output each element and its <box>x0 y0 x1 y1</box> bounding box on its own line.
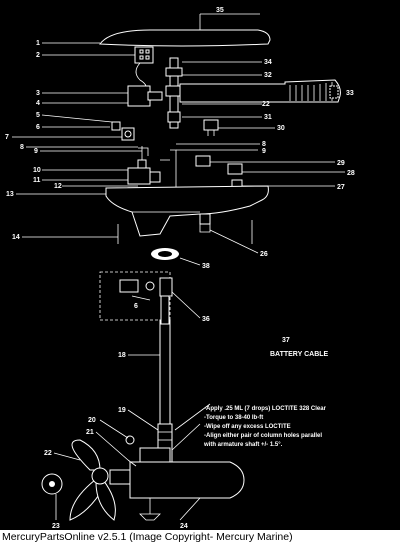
note-line-4: -Align either pair of column holes paral… <box>204 433 322 439</box>
callout-23: 23 <box>52 523 60 530</box>
motor-shaft <box>159 319 171 425</box>
callout-35: 35 <box>216 7 224 14</box>
callout-30: 30 <box>277 125 285 132</box>
callout-3: 3 <box>36 90 40 97</box>
callout-22-upper: 22 <box>262 101 270 108</box>
trolling-motor <box>129 461 245 499</box>
callout-24: 24 <box>180 523 188 530</box>
lower-housing <box>105 185 269 237</box>
circuit-board <box>134 46 154 64</box>
callout-9: 9 <box>34 148 38 155</box>
callout-31: 31 <box>264 114 272 121</box>
callout-8-right: 8 <box>262 141 266 148</box>
callout-9-right: 9 <box>262 148 266 155</box>
callout-2: 2 <box>36 52 40 59</box>
callout-12: 12 <box>54 183 62 190</box>
callout-13: 13 <box>6 191 14 198</box>
footer-caption: MercuryPartsOnline v2.5.1 (Image Copyrig… <box>0 530 400 545</box>
note-line-2: -Torque to 38-40 lb-ft <box>204 415 263 421</box>
diagram-canvas: 1 2 3 4 5 6 7 8 9 10 11 12 13 14 35 34 3… <box>5 7 355 530</box>
callout-26: 26 <box>260 251 268 258</box>
battery-cable-label: BATTERY CABLE <box>270 351 329 358</box>
callout-34: 34 <box>264 59 272 66</box>
callout-14: 14 <box>12 234 20 241</box>
note-line-1: -Apply .25 ML (7 drops) LOCTITE 328 Clea… <box>204 406 327 412</box>
callout-6-clamp: 6 <box>134 303 138 310</box>
tiller-handle <box>179 79 341 103</box>
callout-5: 5 <box>36 112 40 119</box>
switch-assembly <box>127 85 151 107</box>
note-line-5: with armature shaft +/- 1.5°. <box>203 442 283 448</box>
callout-10: 10 <box>33 167 41 174</box>
callout-22: 22 <box>44 450 52 457</box>
callout-32: 32 <box>264 72 272 79</box>
callout-8: 8 <box>20 144 24 151</box>
callout-27: 27 <box>337 184 345 191</box>
callout-20: 20 <box>88 417 96 424</box>
callout-28: 28 <box>347 170 355 177</box>
callout-4: 4 <box>36 100 40 107</box>
callout-11: 11 <box>33 177 41 184</box>
propeller <box>69 439 116 521</box>
callout-33: 33 <box>346 90 354 97</box>
note-line-3: -Wipe off any excess LOCTITE <box>204 424 291 430</box>
callout-37: 37 <box>282 337 290 344</box>
callout-21: 21 <box>86 429 94 436</box>
exploded-parts-diagram: 1 2 3 4 5 6 7 8 9 10 11 12 13 14 35 34 3… <box>0 0 400 530</box>
top-cover <box>99 29 271 47</box>
callout-19: 19 <box>118 407 126 414</box>
callout-1: 1 <box>36 40 40 47</box>
callout-38: 38 <box>202 263 210 270</box>
callout-36: 36 <box>202 316 210 323</box>
callout-29: 29 <box>337 160 345 167</box>
callout-6: 6 <box>36 124 40 131</box>
callout-18: 18 <box>118 352 126 359</box>
callout-7: 7 <box>5 134 9 141</box>
